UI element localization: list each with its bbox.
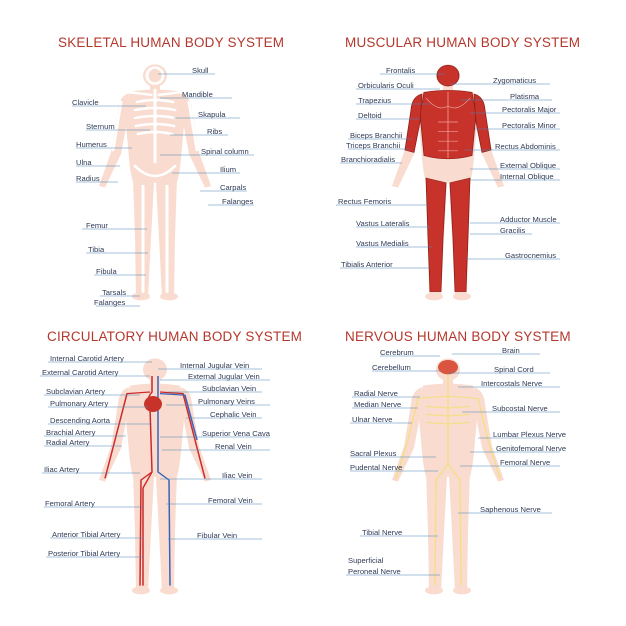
label-branchioradialis: Branchioradialis — [341, 155, 396, 164]
label-superior-vena-cava: Superior Vena Cava — [202, 429, 270, 438]
label-fibular-vein: Fibular Vein — [197, 531, 238, 540]
label-fibula: Fibula — [96, 267, 117, 276]
label-clavicle: Clavicle — [72, 98, 99, 107]
label-internal-oblique: Internal Oblique — [500, 172, 554, 181]
label-superficial: Superficial — [348, 556, 384, 565]
label-posterior-tibial-artery: Posterior Tibial Artery — [48, 549, 121, 558]
label-platisma: Platisma — [510, 92, 540, 101]
label-adductor-muscle: Adductor Muscle — [500, 215, 557, 224]
label-radial-artery: Radial Artery — [46, 438, 90, 447]
label-external-jugular-vein: External Jugular Vein — [188, 372, 260, 381]
label-pectoralis-major: Pectoralis Major — [502, 105, 557, 114]
label-subcostal-nerve: Subcostal Nerve — [492, 404, 548, 413]
label-external-oblique: External Oblique — [500, 161, 557, 170]
label-mandible: Mandible — [182, 90, 213, 99]
label-cerebrum: Cerebrum — [380, 348, 414, 357]
label-internal-jugular-vein: Internal Jugular Vein — [180, 361, 250, 370]
label-cephalic-vein: Cephalic Vein — [210, 410, 257, 419]
label-trapezius: Trapezius — [358, 96, 392, 105]
label-zygomaticus: Zygomaticus — [493, 76, 537, 85]
label-genitofemoral-nerve: Genitofemoral Nerve — [496, 444, 567, 453]
label-iliac-artery: Iliac Artery — [44, 465, 80, 474]
label-pulmonary-artery: Pulmonary Artery — [50, 399, 109, 408]
label-femoral-nerve: Femoral Nerve — [500, 458, 551, 467]
label-femoral-artery: Femoral Artery — [45, 499, 95, 508]
label-spinal-cord: Spinal Cord — [494, 365, 534, 374]
label-gracilis: Gracilis — [500, 226, 526, 235]
label-orbicularis-oculi: Orbicularis Oculi — [358, 81, 414, 90]
label-biceps-branchii: Biceps Branchii — [350, 131, 403, 140]
label-gastrocnemius: Gastrocnemius — [505, 251, 557, 260]
circulatory-figure — [99, 358, 211, 595]
label-spinal-column: Spinal column — [201, 147, 249, 156]
label-cerebellum: Cerebellum — [372, 363, 411, 372]
label-ulnar-nerve: Ulnar Nerve — [352, 415, 393, 424]
label-pulmonary-veins: Pulmonary Veins — [198, 397, 255, 406]
label-ulna: Ulna — [76, 158, 92, 167]
label-triceps-branchii: Triceps Branchii — [346, 141, 401, 150]
label-subclavian-vein: Subclavian Vein — [202, 384, 257, 393]
label-lumbar-plexus-nerve: Lumbar Plexus Nerve — [493, 430, 567, 439]
label-frontalis: Frontalis — [386, 66, 416, 75]
label-pectoralis-minor: Pectoralis Minor — [502, 121, 557, 130]
label-internal-carotid-artery: Internal Carotid Artery — [50, 354, 124, 363]
label-renal-vein: Renal Vein — [215, 442, 252, 451]
skeletal-title: SKELETAL HUMAN BODY SYSTEM — [58, 35, 285, 50]
label-deltoid: Deltoid — [358, 111, 382, 120]
label-tarsals: Tarsals — [102, 288, 127, 297]
label-humerus: Humerus — [76, 140, 107, 149]
label-carpals: Carpals — [220, 183, 247, 192]
label-pudental-nerve: Pudental Nerve — [350, 463, 403, 472]
leader-lines — [40, 73, 560, 576]
label-femoral-vein: Femoral Vein — [208, 496, 253, 505]
label-tibia: Tibia — [88, 245, 105, 254]
muscular-figure — [392, 64, 504, 301]
label-subclavian-artery: Subclavian Artery — [46, 387, 106, 396]
label-anterior-tibial-artery: Anterior Tibial Artery — [52, 530, 121, 539]
label-radial-nerve: Radial Nerve — [354, 389, 398, 398]
label-external-carotid-artery: External Carotid Artery — [42, 368, 119, 377]
label-ilium: Ilium — [220, 165, 237, 174]
label-sacral-plexus: Sacral Plexus — [350, 449, 397, 458]
label-skapula: Skapula — [198, 110, 226, 119]
label-falanges-hand: Falanges — [222, 197, 254, 206]
label-brachial-artery: Brachial Artery — [46, 428, 96, 437]
muscular-title: MUSCULAR HUMAN BODY SYSTEM — [345, 35, 581, 50]
label-peroneal-nerve: Peroneal Nerve — [348, 567, 401, 576]
nervous-figure — [392, 358, 504, 595]
label-sternum: Sternum — [86, 122, 115, 131]
skeletal-figure — [99, 64, 211, 301]
label-intercostals-nerve: Intercostals Nerve — [481, 379, 543, 388]
label-ribs: Ribs — [207, 127, 223, 136]
label-tibialis-anterior: Tibialis Anterior — [341, 260, 393, 269]
label-median-nerve: Median Nerve — [354, 400, 402, 409]
label-vastus-medialis: Vastus Medialis — [356, 239, 409, 248]
label-skull: Skull — [192, 66, 209, 75]
label-tibial-nerve: Tibial Nerve — [362, 528, 403, 537]
label-saphenous-nerve: Saphenous Nerve — [480, 505, 541, 514]
label-iliac-vein: Iliac Vein — [222, 471, 253, 480]
label-rectus-abdominis: Rectus Abdominis — [495, 142, 556, 151]
label-brain: Brain — [502, 346, 520, 355]
label-descending-aorta: Descending Aorta — [50, 416, 110, 425]
nervous-title: NERVOUS HUMAN BODY SYSTEM — [345, 329, 571, 344]
label-radius: Radius — [76, 174, 100, 183]
label-falanges-foot: Falanges — [94, 298, 126, 307]
circulatory-title: CIRCULATORY HUMAN BODY SYSTEM — [47, 329, 303, 344]
label-vastus-lateralis: Vastus Lateralis — [356, 219, 410, 228]
label-rectus-femoris: Rectus Femoris — [338, 197, 392, 206]
label-femur: Femur — [86, 221, 108, 230]
